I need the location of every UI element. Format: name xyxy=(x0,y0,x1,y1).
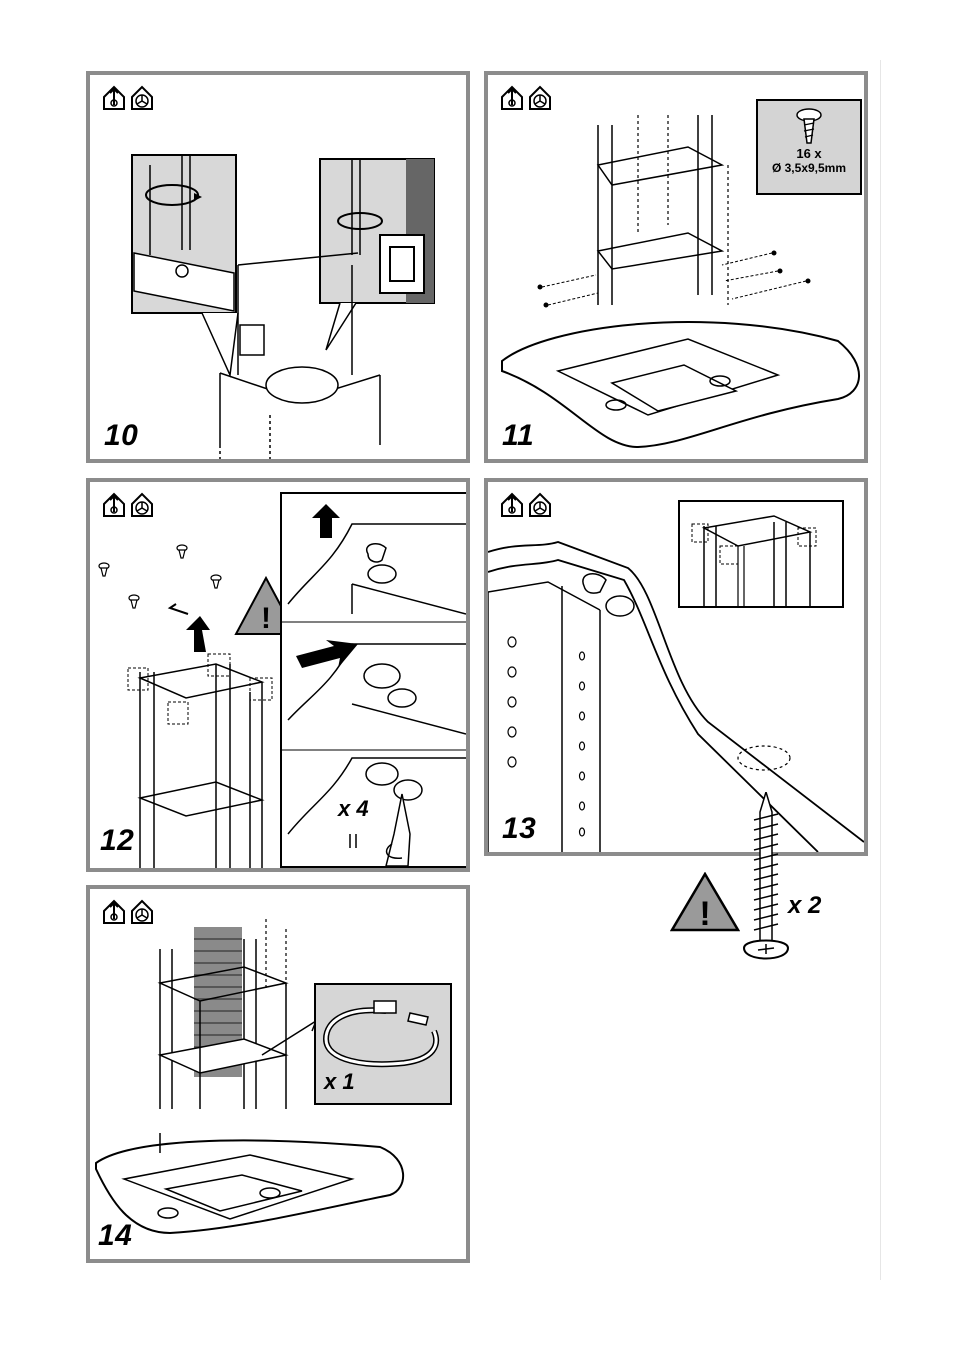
step-number-11: 11 xyxy=(502,419,534,453)
step-number-13: 13 xyxy=(502,812,536,846)
keyhole-detail-art xyxy=(282,494,466,866)
hose-clamp-detail-box: x 1 xyxy=(314,983,452,1105)
svg-text:!: ! xyxy=(261,602,271,635)
keyhole-detail-box: x 4 xyxy=(280,492,468,868)
step-14-panel: x 1 14 xyxy=(86,885,470,1263)
step-10-panel: 10 xyxy=(86,71,470,463)
screw-spec-badge: 16 x Ø 3,5x9,5mm xyxy=(756,99,862,195)
multiplier-x2: x 2 xyxy=(788,892,821,920)
svg-text:!: ! xyxy=(699,895,710,933)
wood-screw-icon xyxy=(736,792,796,968)
multiplier-x4: x 4 xyxy=(338,796,369,822)
step-number-10: 10 xyxy=(104,419,138,453)
multiplier-x1: x 1 xyxy=(324,1069,355,1095)
screw-icon xyxy=(794,107,824,147)
step-number-14: 14 xyxy=(98,1219,132,1253)
screw-quantity: 16 x xyxy=(758,147,860,161)
step-11-panel: 16 x Ø 3,5x9,5mm 11 xyxy=(484,71,868,463)
frame-detail-art xyxy=(680,502,842,606)
step-number-12: 12 xyxy=(100,824,134,858)
page-margin-rule xyxy=(880,60,881,1280)
step-12-panel: ! xyxy=(86,478,470,872)
chimney-screw-illustration xyxy=(90,75,466,459)
frame-detail-box xyxy=(678,500,844,608)
warning-triangle-icon: ! xyxy=(670,872,740,934)
screw-size: Ø 3,5x9,5mm xyxy=(758,161,860,175)
step-13-panel: 13 xyxy=(484,478,868,856)
